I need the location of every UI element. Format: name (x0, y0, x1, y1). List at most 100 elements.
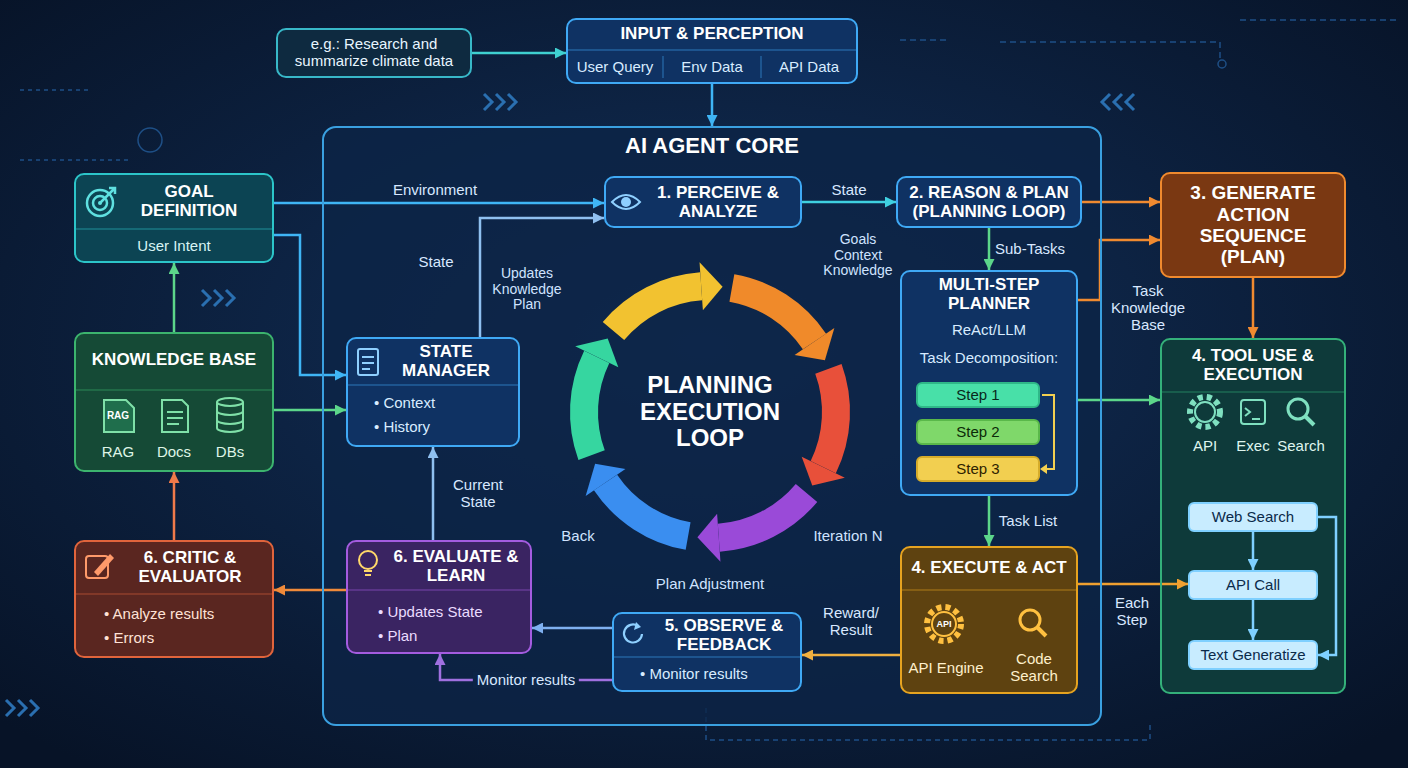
connector-arrow (802, 654, 900, 657)
loop-arc (718, 484, 817, 552)
node-text: • Plan (378, 628, 417, 645)
edge-label: State (418, 254, 453, 271)
connector-arrow (988, 228, 991, 270)
observe-box: 5. OBSERVE & FEEDBACK • Monitor results (612, 612, 802, 692)
node-text: Env Data (681, 59, 743, 76)
step-box: Step 2 (916, 419, 1040, 445)
critic-box: 6. CRITIC & EVALUATOR • Analyze results • … (74, 540, 274, 658)
node-text: Docs (157, 444, 191, 461)
node-title: STATE MANAGER (386, 342, 506, 380)
connector-arrow (802, 201, 896, 204)
node-title: 3. GENERATE ACTION SEQUENCE (PLAN) (1172, 182, 1334, 267)
node-title: e.g.: Research and summarize climate dat… (286, 36, 462, 70)
node-title: 4. EXECUTE & ACT (911, 558, 1066, 577)
connector-arrow (1082, 201, 1160, 204)
edge-label: Each Step (1107, 595, 1157, 629)
edge-label: Task List (999, 513, 1057, 530)
edge-label: Reward/ Result (813, 605, 889, 639)
edge-label: Sub-Tasks (995, 241, 1065, 258)
connector-arrow (274, 409, 346, 412)
node-text: Search (1277, 438, 1325, 455)
step-box: Step 3 (916, 456, 1040, 482)
node-title: Step 3 (956, 461, 999, 478)
agent-core-panel: AI AGENT CORE1. PERCEIVE & ANALYZE2. REA… (322, 126, 1102, 726)
node-text: • Monitor results (640, 666, 748, 683)
knowledge-base-box: KNOWLEDGE BASE RAG Docs DBs (74, 332, 274, 472)
connector-arrow (988, 496, 991, 546)
connector-arrow (274, 235, 346, 375)
edge-label: Current State (443, 477, 513, 511)
evaluate-box: 6. EVALUATE & LEARN• Updates State• Plan (346, 540, 532, 654)
loop-arrowhead (575, 338, 618, 367)
connector-arrow (1252, 278, 1255, 338)
perceive-box: 1. PERCEIVE & ANALYZE (604, 176, 802, 228)
node-text: • Analyze results (104, 606, 214, 623)
node-text: Task Decomposition: (920, 350, 1058, 367)
connector-arrow (1318, 517, 1336, 655)
planner-box: MULTI-STEP PLANNER ReAct/LLM Task Decompos… (900, 270, 1078, 496)
node-text: • History (374, 419, 430, 436)
state-manager-box: STATE MANAGER• Context• History (346, 337, 520, 447)
connector-arrow (472, 52, 566, 55)
connector-arrow (274, 589, 346, 592)
connector-arrow (173, 263, 176, 332)
node-text: ReAct/LLM (952, 322, 1026, 339)
node-title: Step 1 (956, 387, 999, 404)
connector-arrow (711, 84, 714, 126)
node-text: • Updates State (378, 604, 482, 621)
connector-arrow (1252, 532, 1255, 570)
loop-arrowhead (586, 464, 626, 496)
node-title: Text Generatize (1200, 647, 1305, 664)
node-title: Web Search (1212, 509, 1294, 526)
tool-step-box: Web Search (1188, 502, 1318, 532)
node-text: Code Search (999, 651, 1069, 685)
node-text: RAG (102, 444, 135, 461)
loop-circle: PLANNING EXECUTION LOOP (560, 262, 860, 562)
connector-arrow (440, 654, 612, 680)
connector-arrow (1078, 583, 1188, 586)
node-title: 5. OBSERVE & FEEDBACK (649, 616, 799, 654)
edge-label: Monitor results (473, 672, 579, 689)
example-note: e.g.: Research and summarize climate dat… (276, 28, 472, 78)
tool-step-box: Text Generatize (1188, 640, 1318, 670)
node-title: GOAL DEFINITION (124, 182, 254, 220)
node-title: KNOWLEDGE BASE (89, 350, 259, 369)
input-box: INPUT & PERCEPTION User Query Env Data API … (566, 18, 858, 84)
tool-panel-fill (1160, 338, 1346, 694)
annotation-label: Back (561, 528, 594, 545)
tool-panel: 4. TOOL USE & EXECUTIONAPIExecSearchWeb … (1160, 338, 1346, 694)
execute-box: 4. EXECUTE & ACT API Engine Code Search (900, 546, 1078, 694)
step-box: Step 1 (916, 382, 1040, 408)
loop-arc (729, 274, 826, 349)
node-text: Exec (1236, 438, 1269, 455)
edge-label: Environment (393, 182, 477, 199)
node-title: MULTI-STEP PLANNER (907, 275, 1072, 313)
circuit-decor (20, 20, 1400, 740)
node-text: API Data (779, 59, 839, 76)
loop-arrowhead (700, 262, 723, 310)
node-title: 6. CRITIC & EVALUATOR (115, 548, 265, 586)
node-text: API (1193, 438, 1217, 455)
connector-arrow (480, 218, 604, 337)
annotation-label: Plan Adjustment (656, 576, 764, 593)
annotation-label: Updates Knowledge Plan (489, 266, 565, 313)
generate-box: 3. GENERATE ACTION SEQUENCE (PLAN) (1160, 172, 1346, 278)
loop-arrowhead (795, 328, 835, 360)
node-text: DBs (216, 444, 244, 461)
node-text: User Query (577, 59, 654, 76)
edge-label: State (831, 182, 866, 199)
node-title: INPUT & PERCEPTION (620, 24, 803, 43)
node-title: API Call (1226, 577, 1280, 594)
node-title: Step 2 (956, 424, 999, 441)
node-text: API Engine (908, 660, 983, 677)
connector-arrow (432, 447, 435, 540)
tool-step-box: API Call (1188, 570, 1318, 600)
annotation-label: Iteration N (813, 528, 882, 545)
connector-arrow (1252, 600, 1255, 640)
node-text: • Errors (104, 630, 154, 647)
annotation-label: Goals Context Knowledge (820, 232, 896, 279)
node-title: PLANNING EXECUTION LOOP (620, 372, 800, 453)
loop-arc (570, 351, 609, 460)
